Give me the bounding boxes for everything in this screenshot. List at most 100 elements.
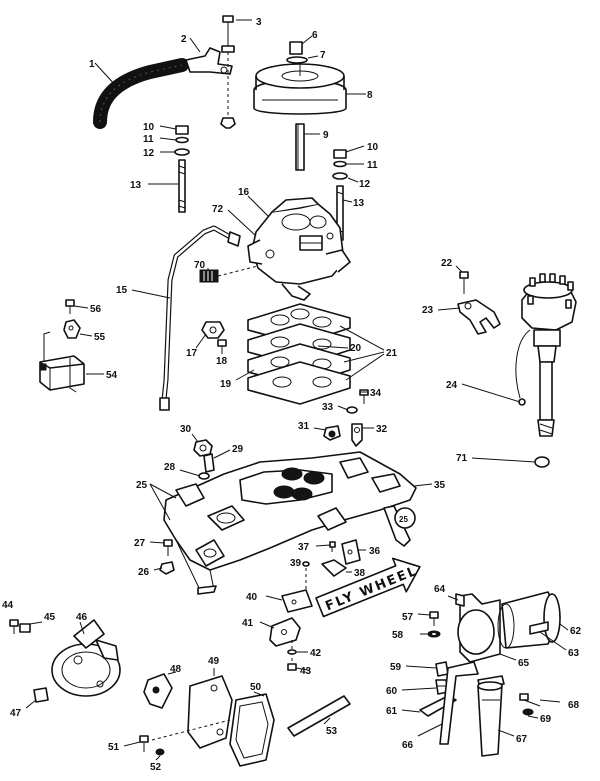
callout-26: 26: [138, 567, 150, 578]
callout-10-right: 10: [367, 142, 379, 153]
part-air-cleaner: [253, 35, 366, 171]
callout-64: 64: [434, 584, 446, 595]
part-fuel-filter: [401, 661, 561, 757]
callout-69: 69: [540, 714, 552, 725]
callout-27: 27: [134, 538, 146, 549]
callout-29: 29: [232, 444, 244, 455]
part-starter-motor: [447, 591, 569, 663]
callout-9: 9: [323, 130, 329, 141]
callout-44: 44: [2, 600, 14, 611]
part-pump-gaskets: [123, 668, 275, 767]
callout-38: 38: [354, 568, 366, 579]
callout-58: 58: [392, 630, 404, 641]
callout-42: 42: [310, 648, 322, 659]
part-pump-push-rod: [287, 695, 351, 737]
part-small-hardware: [313, 389, 374, 447]
callout-24: 24: [446, 380, 458, 391]
part-fuel-line: [131, 225, 241, 411]
callout-57: 57: [402, 612, 414, 623]
callout-41: 41: [242, 618, 254, 629]
callout-35: 35: [434, 480, 446, 491]
part-gasket-stack: [235, 303, 385, 405]
callout-25: 25: [136, 480, 148, 491]
callout-36: 36: [369, 546, 381, 557]
part-choke-spring: [199, 265, 259, 283]
part-ballast-resistor: [39, 299, 104, 393]
part-carburetor: [227, 195, 351, 301]
part-stud-set-left: [148, 125, 190, 213]
callout-47: 47: [10, 708, 22, 719]
callout-19: 19: [220, 379, 232, 390]
part-intake-manifold: [149, 451, 433, 595]
part-fuel-pump: [9, 619, 121, 709]
callout-7: 7: [320, 50, 326, 61]
callout-18: 18: [216, 356, 228, 367]
callout-22: 22: [441, 258, 453, 269]
part-bracket-bolt: [220, 15, 252, 129]
callout-50: 50: [250, 682, 262, 693]
part-vent-hose: [93, 58, 189, 129]
callout-45: 45: [44, 612, 56, 623]
callout-71: 71: [456, 453, 468, 464]
callout-53: 53: [326, 726, 338, 737]
callout-17: 17: [186, 348, 198, 359]
callout-40: 40: [246, 592, 258, 603]
callout-48: 48: [170, 664, 182, 675]
callout-1: 1: [89, 59, 95, 70]
callout-8: 8: [367, 90, 373, 101]
callout-60: 60: [386, 686, 398, 697]
part-manifold-bolts: [149, 539, 175, 575]
callout-13-right: 13: [353, 198, 365, 209]
callout-51: 51: [108, 742, 120, 753]
part-temp-sender: [179, 433, 231, 480]
callout-21: 21: [386, 348, 398, 359]
callout-12-right: 12: [359, 179, 371, 190]
callout-6: 6: [312, 30, 318, 41]
callout-34: 34: [370, 388, 382, 399]
part-distributor: [461, 273, 577, 468]
callout-52: 52: [150, 762, 162, 773]
callout-23: 23: [422, 305, 434, 316]
callout-33: 33: [322, 402, 334, 413]
callout-32: 32: [376, 424, 388, 435]
callout-55: 55: [94, 332, 106, 343]
callout-16: 16: [238, 187, 250, 198]
callout-65: 65: [518, 658, 530, 669]
callout-62: 62: [570, 626, 582, 637]
part-throttle-bracket: [259, 539, 366, 671]
callout-54: 54: [106, 370, 118, 381]
part-inlet-fitting: [195, 321, 227, 354]
callout-61: 61: [386, 706, 398, 717]
callout-15: 15: [116, 285, 128, 296]
callout-11-right: 11: [367, 160, 378, 171]
callout-43: 43: [300, 666, 312, 677]
callout-30: 30: [180, 424, 192, 435]
callout-circled-25: 25: [399, 515, 408, 524]
callout-63: 63: [568, 648, 580, 659]
callout-67: 67: [516, 734, 528, 745]
callout-72: 72: [212, 204, 224, 215]
part-hose-bracket: [185, 37, 233, 75]
callout-28: 28: [164, 462, 176, 473]
part-starter-bolt: [417, 611, 441, 638]
callout-31: 31: [298, 421, 310, 432]
callout-12-left: 12: [143, 148, 155, 159]
part-distributor-clamp: [437, 265, 501, 335]
callout-3: 3: [256, 17, 262, 28]
callout-13-left: 13: [130, 180, 142, 191]
callout-56: 56: [90, 304, 102, 315]
callout-46: 46: [76, 612, 88, 623]
callout-2: 2: [181, 34, 187, 45]
callout-49: 49: [208, 656, 220, 667]
callout-20: 20: [350, 343, 362, 354]
callout-37: 37: [298, 542, 310, 553]
callout-59: 59: [390, 662, 402, 673]
callout-11-left: 11: [143, 134, 154, 145]
callout-labels: 1 2 3 6 7 8 9 10 11 12 13 10 11 12 13 15…: [2, 17, 582, 773]
callout-70: 70: [194, 260, 206, 271]
callout-66: 66: [402, 740, 414, 751]
callout-39: 39: [290, 558, 302, 569]
callout-68: 68: [568, 700, 580, 711]
callout-10-left: 10: [143, 122, 155, 133]
